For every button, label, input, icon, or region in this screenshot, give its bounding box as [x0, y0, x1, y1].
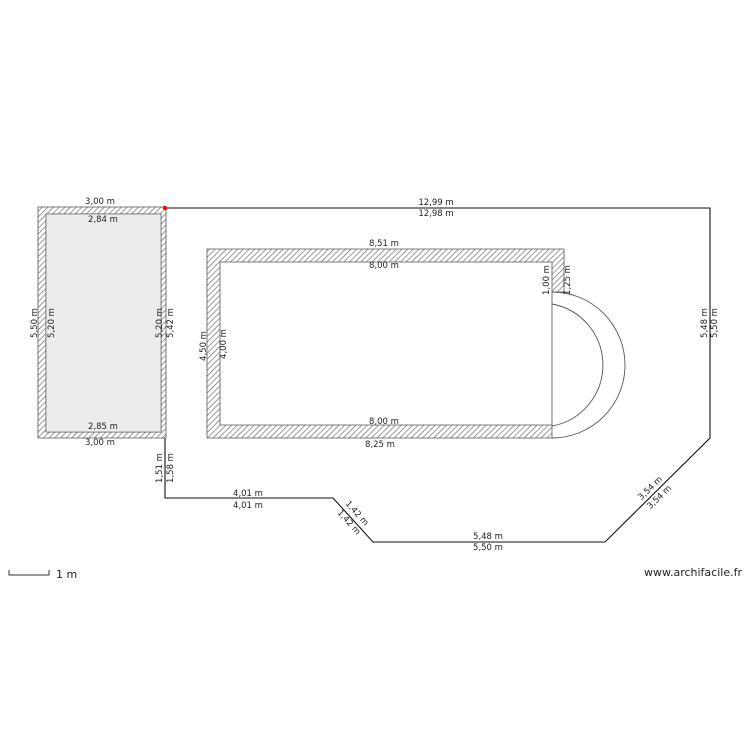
dim-shed-right-outer: 5,42 m: [166, 308, 176, 338]
dim-shed-left-inner: 5,20 m: [47, 308, 57, 338]
pool-rounded-end-outer: [551, 291, 626, 439]
dim-shed-right-inner: 5,20 m: [155, 308, 165, 338]
dim-pool-right-a: 1,00 m: [542, 265, 552, 295]
property-boundary: [164, 207, 711, 543]
dim-shed-top-inner: 2,84 m: [88, 215, 118, 225]
dim-shed-bottom-inner: 2,85 m: [88, 422, 118, 432]
dim-pool-bottom-inner: 8,00 m: [369, 417, 399, 427]
annex-room: [37, 205, 168, 439]
dim-lower-left-a: 4,01 m: [233, 489, 263, 499]
dim-shed-top-outer: 3,00 m: [85, 197, 115, 207]
pool-walls: [206, 248, 565, 439]
dim-top-boundary-a: 12,99 m: [418, 198, 453, 208]
dim-pool-right-b: 1,25 m: [563, 265, 573, 295]
scale-bar: 1 m: [8, 568, 77, 581]
dim-bottom-boundary-a: 5,48 m: [473, 532, 503, 542]
pool-rounded-end-inner: [551, 303, 604, 427]
dim-pool-bottom-outer: 8,25 m: [365, 440, 395, 450]
dim-lower-left-b: 4,01 m: [233, 501, 263, 511]
dim-short-vertical-b: 1,58 m: [166, 453, 176, 483]
dim-bottom-boundary-b: 5,50 m: [473, 543, 503, 553]
dim-pool-left-outer: 4,50 m: [199, 331, 209, 361]
pool: [206, 248, 626, 439]
dim-shed-left-outer: 5,50 m: [30, 308, 40, 338]
dim-pool-top-inner: 8,00 m: [369, 261, 399, 271]
corner-marker: [162, 205, 168, 211]
dim-right-boundary-a: 5,48 m: [700, 308, 710, 338]
dim-top-boundary-b: 12,98 m: [418, 209, 453, 219]
scale-label: 1 m: [56, 568, 77, 581]
dim-right-boundary-b: 5,50 m: [710, 308, 720, 338]
annex-floor: [45, 213, 162, 433]
dim-shed-bottom-outer: 3,00 m: [85, 438, 115, 448]
dim-pool-left-inner: 4,00 m: [219, 329, 229, 359]
dim-pool-top-outer: 8,51 m: [369, 239, 399, 249]
dim-short-vertical-a: 1,51 m: [155, 453, 165, 483]
scale-bar-line: [8, 570, 50, 576]
watermark: www.archifacile.fr: [643, 566, 742, 579]
